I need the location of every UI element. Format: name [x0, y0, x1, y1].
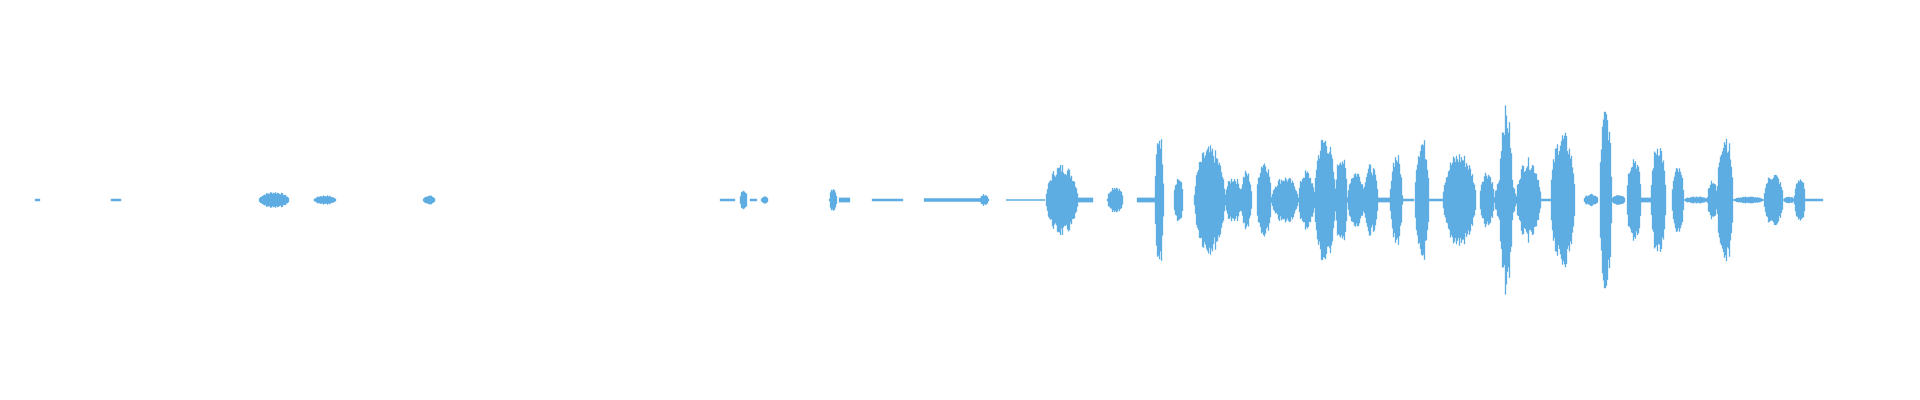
waveform-path — [34, 105, 1824, 295]
